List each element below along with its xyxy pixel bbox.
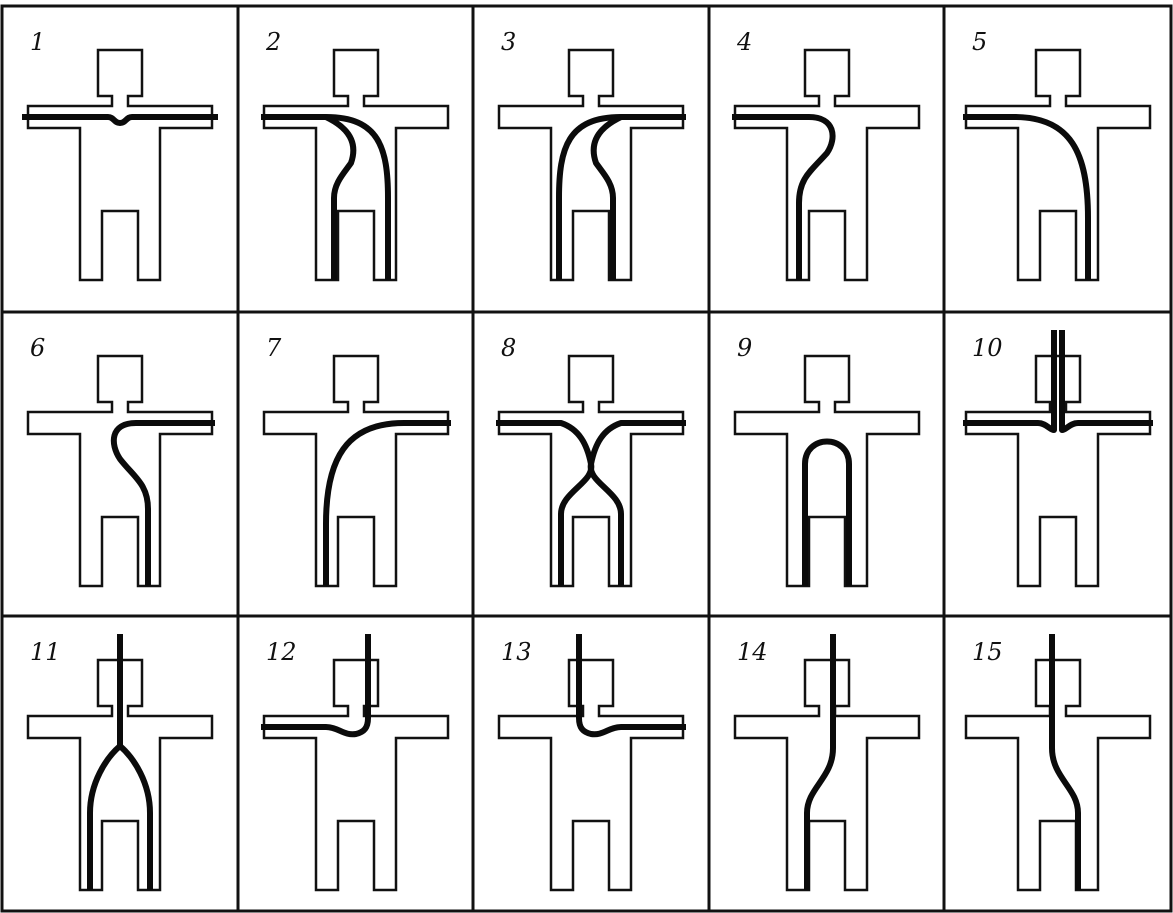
path-line: [114, 423, 215, 586]
panel-11: 11: [28, 634, 212, 890]
figure-outline: [22, 50, 218, 280]
body-outline: [264, 50, 448, 280]
figure-outline: [28, 634, 212, 890]
panel-4: 4: [732, 28, 919, 280]
path-line: [496, 423, 591, 586]
body-outline: [966, 356, 1150, 586]
panel-14: 14: [735, 634, 919, 890]
figure-outline: [735, 356, 919, 586]
figure-outline: [496, 356, 686, 586]
panel-15: 15: [966, 634, 1150, 890]
panel-3: 3: [499, 28, 686, 280]
panel-number: 11: [30, 638, 61, 666]
panel-number: 7: [266, 334, 282, 362]
panel-2: 2: [261, 28, 448, 280]
body-outline: [499, 660, 683, 890]
figure-outline: [499, 634, 686, 890]
figure-outline: [963, 330, 1153, 586]
figure-outline: [735, 634, 919, 890]
figure-outline: [499, 50, 686, 280]
panel-7: 7: [264, 334, 451, 586]
panel-number: 8: [501, 334, 516, 362]
panel-grid-lines: [2, 6, 1171, 911]
panel-number: 12: [266, 638, 297, 666]
body-outline: [28, 50, 212, 280]
panel-8: 8: [496, 334, 686, 586]
panel-number: 9: [737, 334, 752, 362]
path-line: [326, 117, 353, 280]
figure-outline: [963, 50, 1150, 280]
figure-outline: [261, 634, 448, 890]
panel-10: 10: [963, 330, 1153, 586]
panel-5: 5: [963, 28, 1150, 280]
figure-outline: [264, 356, 451, 586]
path-line: [805, 442, 849, 587]
figure-outline: [732, 50, 919, 280]
panel-number: 2: [265, 28, 281, 56]
panel-number: 5: [972, 28, 987, 56]
path-line: [807, 634, 833, 890]
body-outline: [735, 356, 919, 586]
body-outline: [28, 356, 212, 586]
panel-number: 6: [30, 334, 45, 362]
panel-1: 1: [22, 28, 218, 280]
path-line: [591, 423, 686, 586]
path-line: [559, 117, 686, 280]
path-line: [120, 746, 150, 890]
panel-number: 15: [972, 638, 1003, 666]
panel-9: 9: [735, 334, 919, 586]
body-outline: [735, 50, 919, 280]
panel-number: 4: [736, 28, 752, 56]
body-outline: [264, 356, 448, 586]
panel-13: 13: [499, 634, 686, 890]
panel-number: 14: [737, 638, 768, 666]
path-line: [594, 117, 621, 280]
body-outline: [264, 660, 448, 890]
body-outline: [499, 50, 683, 280]
panel-12: 12: [261, 634, 448, 890]
path-line: [1052, 634, 1078, 890]
path-line: [732, 117, 833, 280]
panel-number: 1: [30, 28, 45, 56]
path-line: [90, 634, 120, 890]
panel-number: 13: [501, 638, 532, 666]
panel-number: 3: [501, 28, 516, 56]
figure-outline: [261, 50, 448, 280]
path-line: [579, 634, 686, 734]
path-line: [22, 117, 218, 123]
body-outline: [966, 50, 1150, 280]
panel-number: 10: [972, 334, 1003, 362]
figure-outline: [966, 634, 1150, 890]
panel-6: 6: [28, 334, 215, 586]
path-line: [326, 423, 451, 586]
path-line: [963, 117, 1088, 280]
path-line: [261, 117, 388, 280]
figure-outline: [28, 356, 215, 586]
path-line: [1062, 330, 1153, 430]
